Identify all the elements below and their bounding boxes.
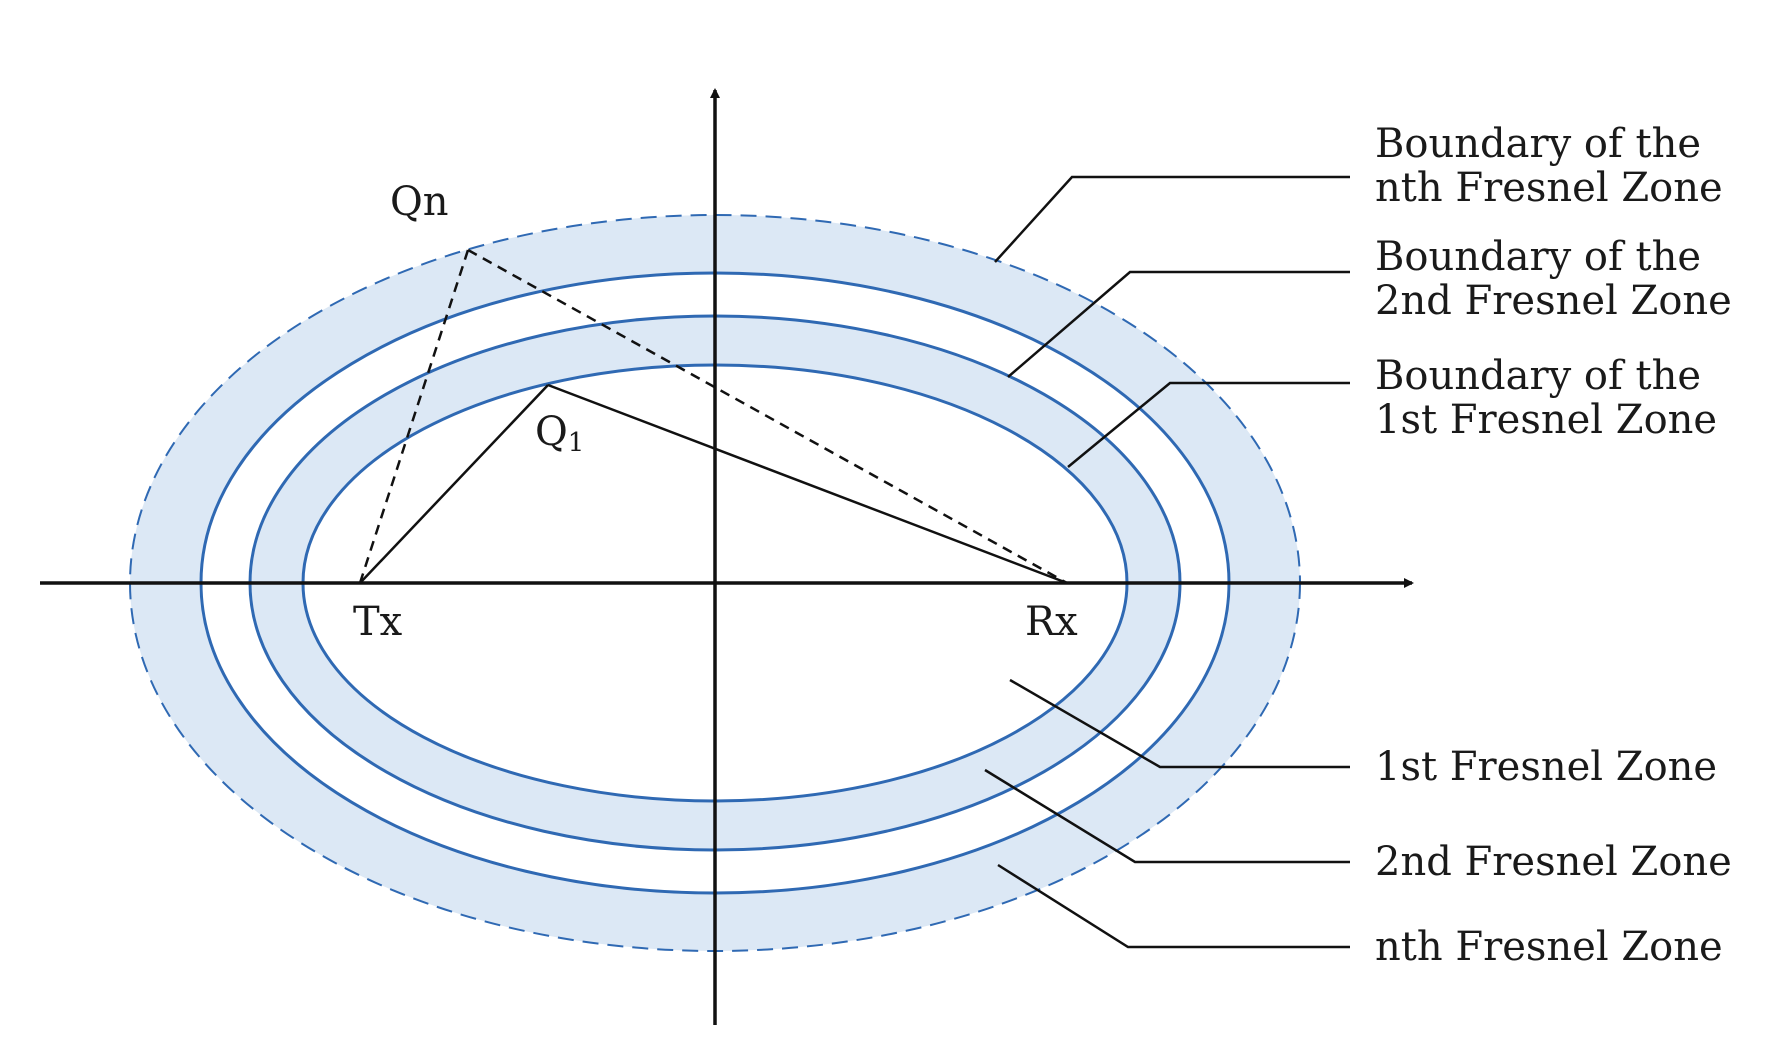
axes — [40, 88, 1414, 1025]
callout-boundary-1st-line2: 1st Fresnel Zone — [1375, 397, 1717, 443]
leader-zone-1st — [1009, 678, 1350, 769]
leader-boundary-1st — [1067, 381, 1350, 468]
q1-label-main: Q — [535, 409, 568, 455]
qn-label: Qn — [390, 179, 449, 225]
callout-zone-2nd: 2nd Fresnel Zone — [1375, 839, 1732, 885]
q1-label-subscript: 1 — [568, 428, 585, 458]
callout-zone-1st: 1st Fresnel Zone — [1375, 744, 1717, 790]
callout-leaders — [984, 175, 1350, 949]
callout-boundary-2nd-line1: Boundary of the — [1375, 234, 1701, 280]
tx-label: Tx — [353, 599, 403, 645]
ray-qn-to-rx — [467, 248, 1068, 585]
callout-boundary-nth-line1: Boundary of the — [1375, 121, 1701, 167]
callout-boundary-1st-line1: Boundary of the — [1375, 353, 1701, 399]
point-labels: Tx Rx Qn Q1 — [353, 179, 1078, 645]
callout-boundary-2nd-line2: 2nd Fresnel Zone — [1375, 278, 1732, 324]
leader-boundary-nth — [994, 175, 1350, 263]
q1-label: Q1 — [535, 409, 584, 458]
leader-boundary-2nd — [1007, 270, 1350, 378]
leader-zone-nth — [997, 863, 1350, 949]
callout-zone-nth: nth Fresnel Zone — [1375, 924, 1723, 970]
leader-zone-2nd — [984, 768, 1350, 864]
ray-paths — [358, 248, 1068, 585]
ray-tx-to-q1 — [359, 384, 549, 584]
callout-labels: Boundary of the nth Fresnel Zone Boundar… — [1375, 121, 1732, 970]
rx-label: Rx — [1025, 599, 1078, 645]
ray-tx-to-qn — [358, 249, 470, 584]
ray-q1-to-rx — [547, 383, 1068, 585]
callout-boundary-nth-line2: nth Fresnel Zone — [1375, 165, 1723, 211]
